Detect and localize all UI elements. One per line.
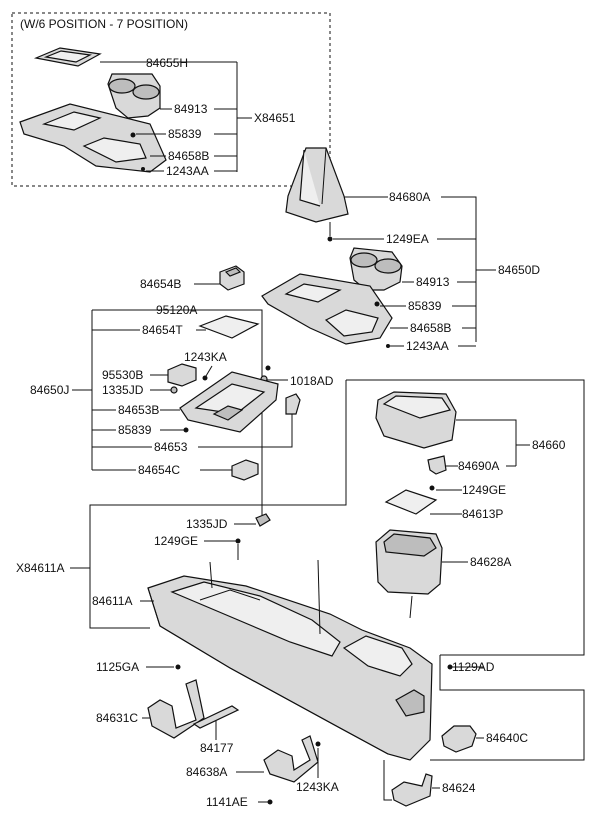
cup-holder-84913 (349, 247, 403, 291)
screw-85839-mid (374, 301, 380, 307)
label-1249ge-right: 1249GE (462, 483, 506, 497)
storage-box-84628a (375, 529, 443, 595)
label-1243aa-top: 1243AA (166, 164, 209, 178)
label-84654t: 84654T (142, 323, 183, 337)
label-84913: 84913 (416, 275, 450, 289)
label-84653: 84653 (154, 440, 188, 454)
label-84690a: 84690A (458, 459, 499, 473)
label-1249ea: 1249EA (386, 232, 429, 246)
label-x84611a: X84611A (16, 561, 65, 575)
label-84650d: 84650D (498, 263, 540, 277)
label-1243aa: 1243AA (406, 339, 449, 353)
screw-1129ad (447, 664, 453, 670)
label-84628a: 84628A (470, 555, 511, 569)
label-1125ga: 1125GA (96, 660, 139, 674)
variant-box (11, 12, 331, 187)
screw-1249ge (235, 538, 241, 544)
label-1018ad: 1018AD (290, 374, 334, 388)
screw-1249ge-right (429, 485, 435, 491)
label-84654c: 84654C (138, 463, 180, 477)
label-95120a: 95120A (156, 303, 197, 317)
screw-85839-top (130, 132, 136, 138)
bracket-84638a (263, 735, 319, 783)
label-85839-top: 85839 (168, 127, 202, 141)
screw-upper-1018ad (265, 365, 271, 371)
screw-1243ka-low (315, 741, 321, 747)
label-x84651: X84651 (254, 111, 296, 125)
tray-84653 (179, 371, 279, 433)
label-84624: 84624 (442, 781, 476, 795)
label-84613p: 84613P (462, 507, 503, 521)
label-84658b-top: 84658B (168, 149, 209, 163)
mat-84613p (384, 489, 438, 515)
label-84680a: 84680A (389, 190, 430, 204)
console-cover-upper (261, 273, 393, 345)
screw-1125ga (175, 664, 181, 670)
label-84650j: 84650J (30, 383, 69, 397)
label-85839-mid: 85839 (408, 299, 442, 313)
clip-84653 (285, 393, 301, 415)
label-1335jd-low: 1335JD (186, 517, 228, 531)
tray-lid-84655h (33, 47, 102, 67)
label-84640c: 84640C (486, 731, 528, 745)
cup-holder-84913-top (107, 73, 161, 119)
screw-85839-low (183, 427, 189, 433)
label-84655h: 84655H (146, 56, 188, 70)
label-84177: 84177 (200, 741, 234, 755)
label-84631c: 84631C (96, 711, 138, 725)
bracket-84631c (147, 679, 205, 739)
switch-95530b (167, 363, 197, 387)
label-1243ka-low: 1243KA (296, 780, 339, 794)
label-84658b: 84658B (410, 321, 451, 335)
clip-1335jd-low (255, 513, 271, 527)
shift-boot-84680a (285, 147, 349, 223)
label-95530b: 95530B (102, 368, 143, 382)
label-84660: 84660 (532, 438, 566, 452)
cover-84640c (441, 725, 477, 753)
screw-1249ea (327, 236, 333, 242)
clip-84654c (231, 459, 259, 481)
bracket-84624 (391, 773, 433, 807)
label-1141ae: 1141AE (206, 795, 248, 809)
screw-1243ka-mid (202, 375, 208, 381)
label-84638a: 84638A (186, 765, 227, 779)
armrest-lid-84660 (375, 391, 457, 449)
label-1249ge: 1249GE (154, 534, 198, 548)
console-cover-top (19, 103, 167, 173)
screw-1141ae (267, 799, 273, 805)
label-84654b: 84654B (140, 277, 181, 291)
label-1335jd-mid: 1335JD (102, 383, 144, 397)
label-84913-top: 84913 (174, 102, 208, 116)
nut-1335jd (170, 386, 178, 394)
clip-84654b (219, 265, 245, 291)
mat-84654t (198, 315, 260, 339)
bracket-84177 (192, 705, 240, 729)
hinge-84690a (427, 455, 447, 475)
label-85839-low: 85839 (118, 423, 152, 437)
screw-1243aa (386, 344, 390, 348)
label-84611a: 84611A (92, 594, 132, 608)
screw-1243aa-top (141, 167, 145, 171)
variant-box-title: (W/6 POSITION - 7 POSITION) (20, 17, 188, 31)
console-body-84611a (147, 559, 433, 761)
label-84653b: 84653B (118, 403, 159, 417)
label-1243ka-mid: 1243KA (184, 350, 227, 364)
